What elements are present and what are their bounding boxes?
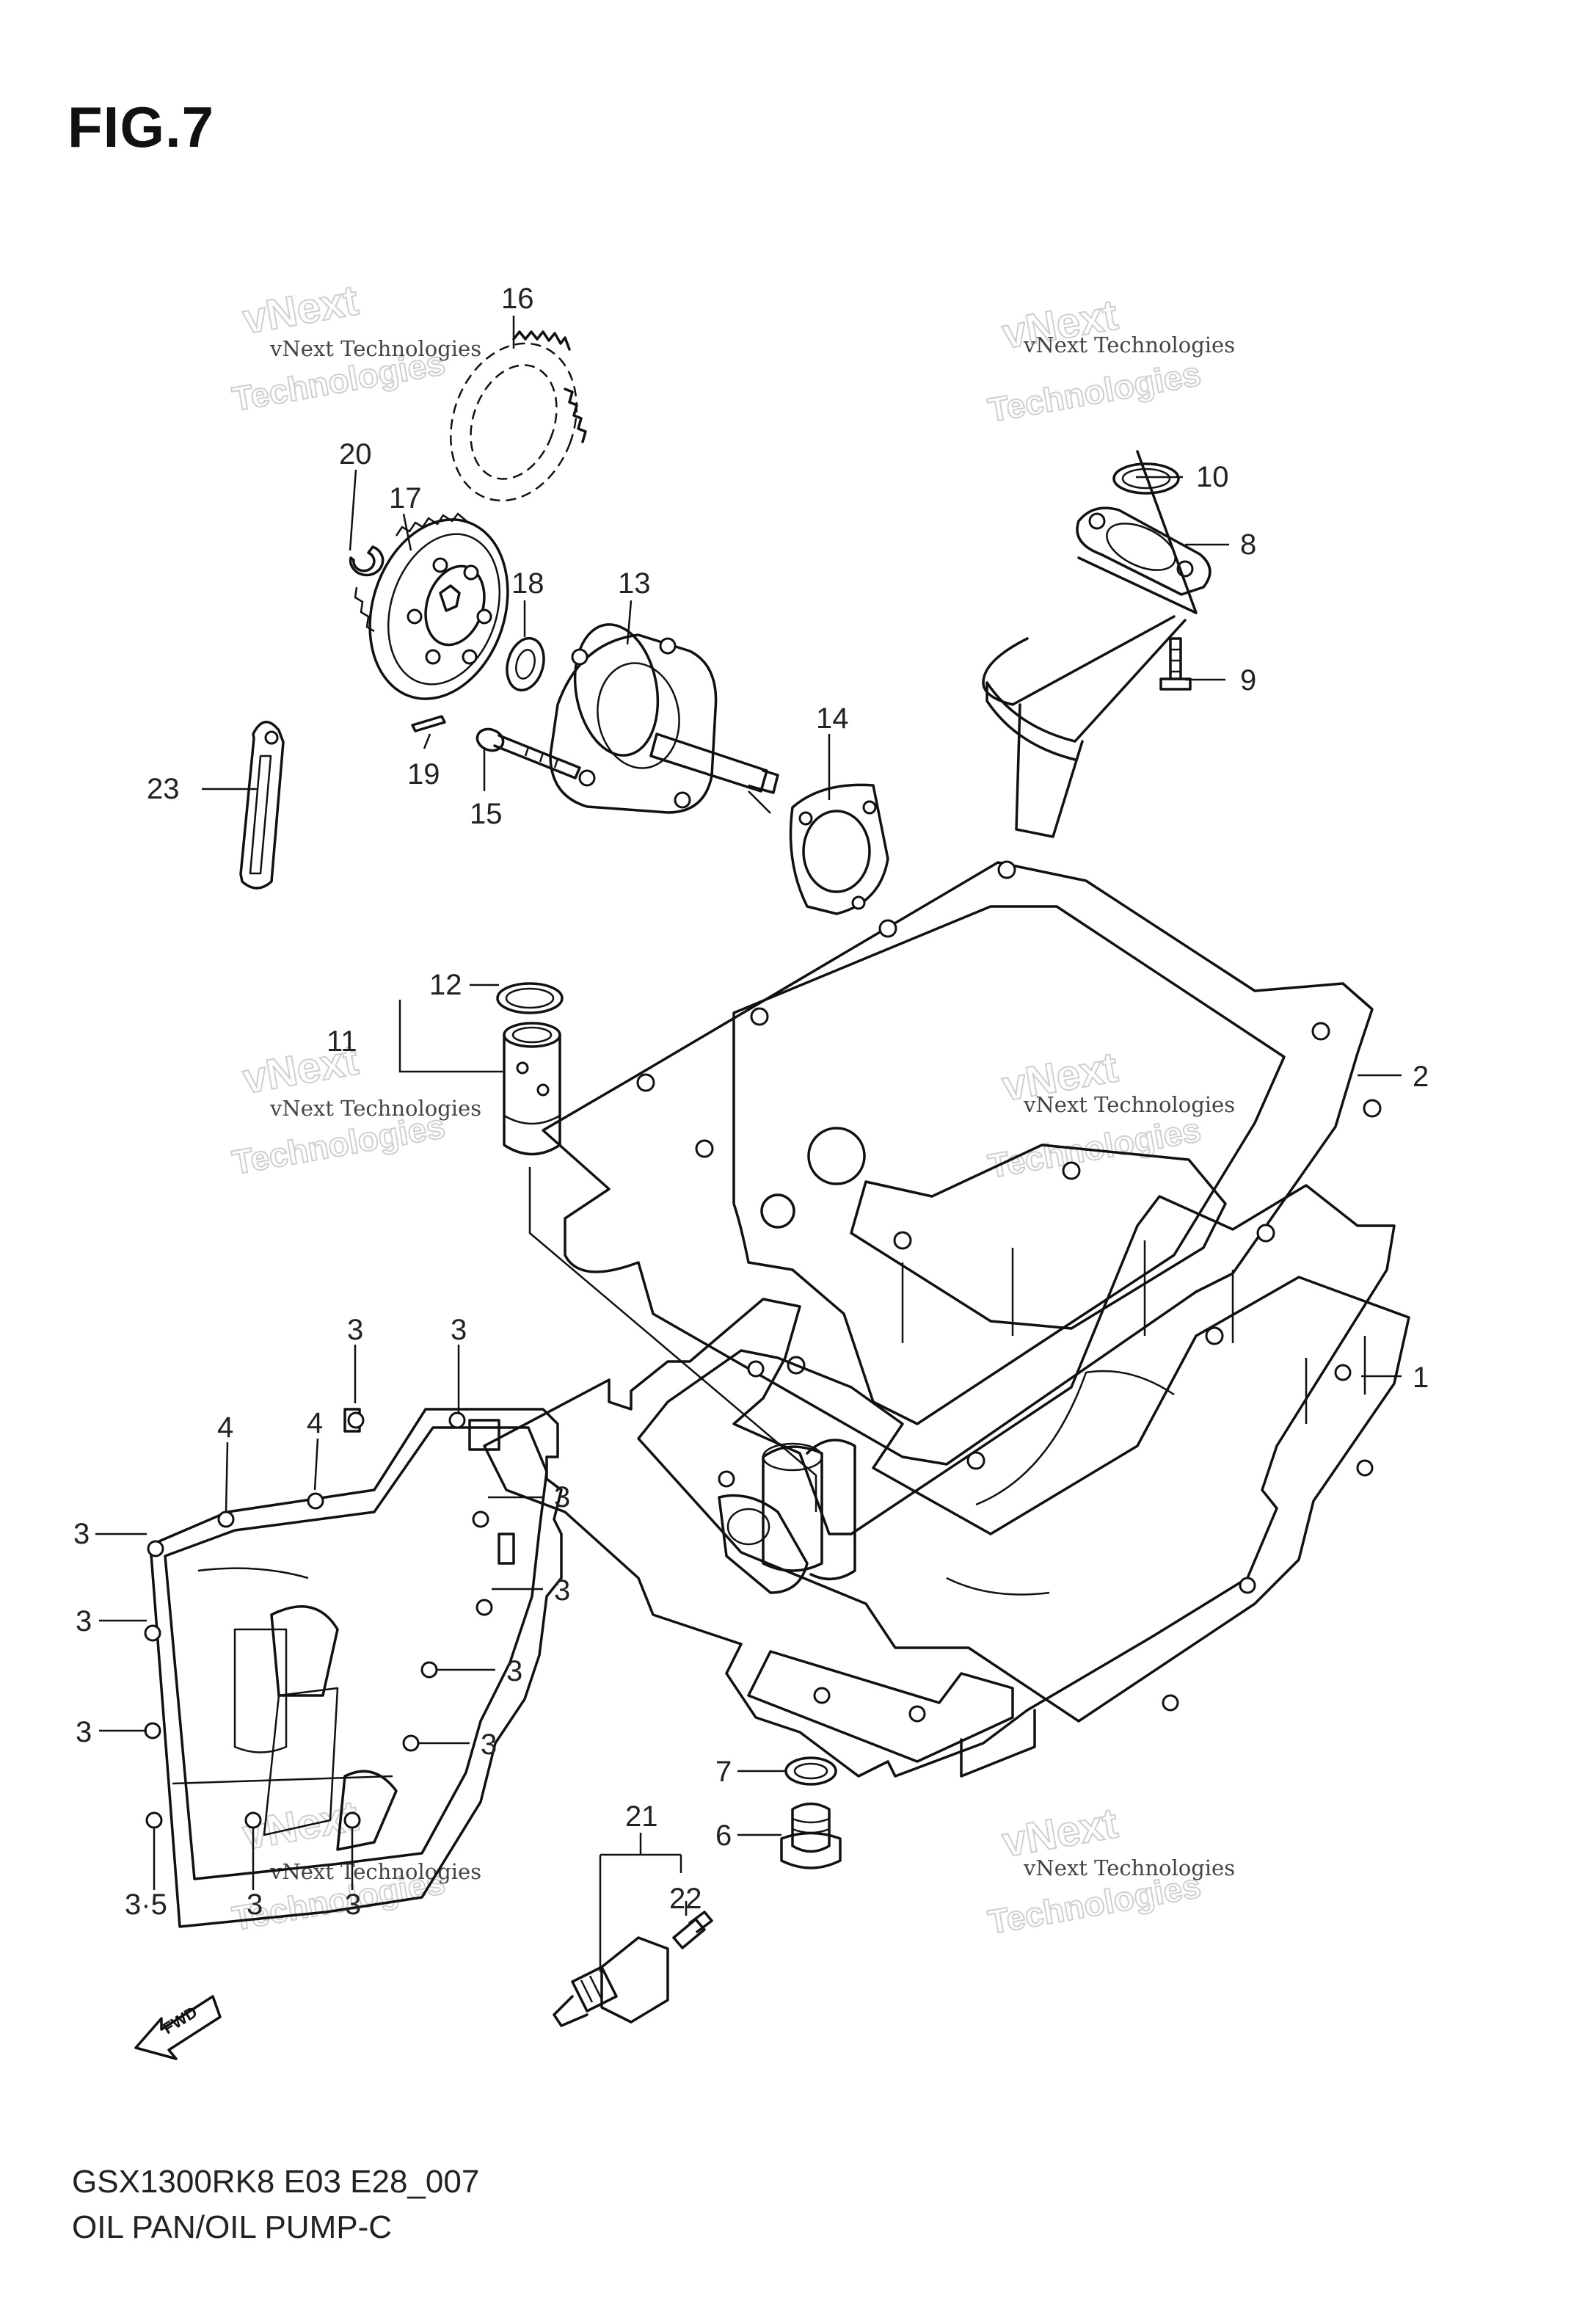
svg-text:15: 15 [470, 798, 503, 830]
part-13-oil-pump [549, 623, 779, 814]
svg-text:3: 3 [347, 1314, 363, 1346]
svg-text:Technologies: Technologies [985, 355, 1204, 429]
svg-text:3: 3 [76, 1605, 92, 1637]
svg-text:3: 3 [481, 1728, 497, 1761]
svg-text:13: 13 [618, 567, 651, 600]
svg-text:6: 6 [715, 1820, 732, 1852]
svg-text:3: 3 [345, 1889, 361, 1921]
watermark-top-left: vNext Technologies vNext Technologies [229, 275, 481, 418]
svg-text:22: 22 [669, 1883, 702, 1915]
part-1-oil-pan [483, 1184, 1410, 1778]
watermark-top-right: vNext Technologies vNext Technologies vN… [985, 290, 1235, 429]
svg-text:3: 3 [247, 1889, 263, 1921]
svg-text:23: 23 [147, 773, 180, 805]
part-9-bolt [1159, 637, 1192, 691]
fwd-arrow-icon: FWD [134, 1995, 222, 2060]
svg-text:vNext: vNext [239, 276, 362, 343]
watermark-mid-right: vNext Technologies vNext Technologies [985, 1042, 1235, 1185]
svg-text:20: 20 [339, 438, 372, 470]
svg-text:8: 8 [1240, 528, 1256, 561]
leader-lines [95, 316, 1402, 1972]
svg-text:12: 12 [429, 969, 462, 1001]
svg-text:vNext Technologies: vNext Technologies [269, 1859, 481, 1884]
svg-text:3: 3 [73, 1518, 90, 1550]
svg-text:3: 3 [554, 1481, 570, 1513]
svg-text:10: 10 [1196, 461, 1229, 493]
svg-text:14: 14 [816, 702, 849, 735]
svg-text:11: 11 [327, 1025, 357, 1058]
svg-text:18: 18 [511, 567, 544, 600]
part-12-o-ring [496, 982, 564, 1014]
part-17-driven-gear [354, 512, 509, 700]
svg-text:vNext Technologies: vNext Technologies [1023, 1855, 1235, 1880]
svg-text:vNext Technologies: vNext Technologies [269, 336, 481, 361]
part-15-bolt [475, 727, 581, 779]
svg-text:4: 4 [217, 1411, 233, 1444]
svg-text:Technologies: Technologies [985, 1110, 1204, 1185]
part-19-pin [411, 715, 446, 733]
assembly-line-11 [528, 1167, 817, 1512]
svg-text:vNext Technologies: vNext Technologies [1023, 332, 1235, 357]
part-23-clip [239, 721, 285, 890]
part-8-oil-strainer [982, 450, 1211, 838]
svg-text:3: 3 [554, 1574, 570, 1607]
svg-text:3: 3 [451, 1314, 467, 1346]
figure-title: FIG.7 [68, 95, 215, 159]
svg-text:19: 19 [407, 758, 440, 790]
part-20-circlip [349, 545, 385, 577]
svg-text:17: 17 [389, 482, 422, 515]
model-code: GSX1300RK8 E03 E28_007 [72, 2164, 480, 2200]
part-7-gasket-washer [784, 1756, 837, 1786]
svg-text:3: 3 [506, 1655, 522, 1687]
part-2-oil-pan-gasket [542, 860, 1382, 1470]
part-22-screw [672, 1911, 713, 1949]
figure-subtitle: OIL PAN/OIL PUMP-C [72, 2209, 393, 2245]
watermark-bottom-right: vNext Technologies vNext Technologies [985, 1798, 1235, 1941]
part-11-oil-pipe [503, 1022, 561, 1156]
part-21-oil-pressure-switch [553, 1936, 669, 2027]
svg-text:3: 3 [76, 1716, 92, 1748]
part-10-o-ring [1112, 462, 1180, 495]
svg-text:vNext Technologies: vNext Technologies [269, 1096, 481, 1121]
part-16-drive-gear [450, 330, 587, 502]
part-14-gasket [789, 783, 889, 915]
svg-text:2: 2 [1413, 1061, 1429, 1093]
svg-text:21: 21 [625, 1800, 658, 1833]
svg-text:3·5: 3·5 [125, 1889, 167, 1921]
part-6-drain-plug [780, 1802, 842, 1869]
callout-numbers: 16 20 17 18 13 10 8 9 23 19 15 14 12 11 … [73, 283, 1429, 1921]
svg-text:vNext Technologies: vNext Technologies [1023, 1092, 1235, 1117]
part-18-washer [506, 636, 545, 692]
svg-text:16: 16 [501, 283, 534, 315]
svg-text:7: 7 [715, 1756, 732, 1788]
svg-text:9: 9 [1240, 664, 1256, 697]
svg-text:4: 4 [307, 1407, 323, 1439]
svg-text:1: 1 [1413, 1362, 1429, 1394]
part-3-oil-pan-cover [144, 1408, 563, 1928]
watermark-mid-left: vNext Technologies vNext Technologies [229, 1035, 481, 1182]
